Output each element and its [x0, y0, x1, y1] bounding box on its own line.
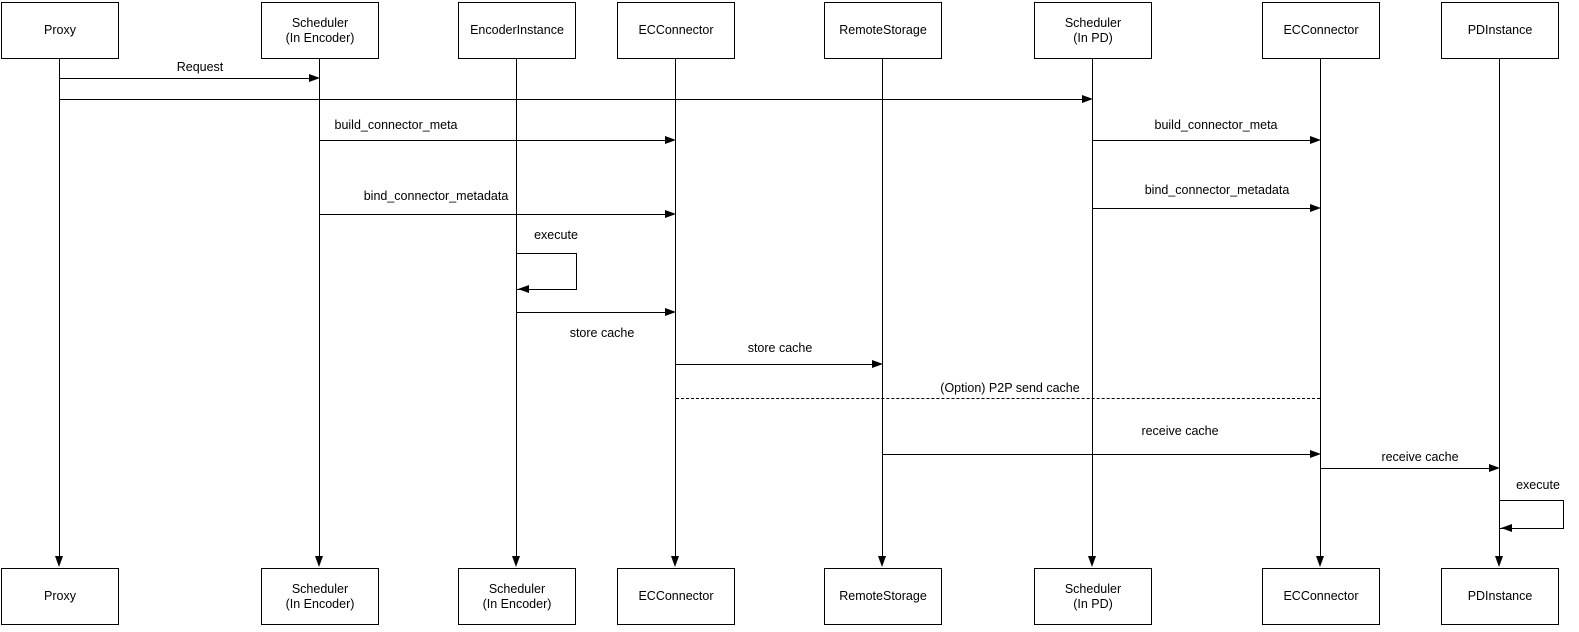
self-call-label-0: execute	[532, 228, 580, 242]
message-label-6: store cache	[567, 326, 637, 340]
lifeline-proxy	[59, 59, 60, 556]
message-arrowhead-3	[1310, 136, 1321, 144]
actor-foot-ec-connector-2: ECConnector	[1262, 568, 1380, 625]
message-arrowhead-1	[1082, 95, 1093, 103]
self-call-loop-0	[517, 253, 577, 290]
lifeline-scheduler-encoder	[319, 59, 320, 556]
actor-head-pd-instance: PDInstance	[1441, 2, 1559, 59]
actor-head-ec-connector: ECConnector	[617, 2, 735, 59]
lifeline-arrowhead-scheduler-pd	[1088, 556, 1096, 567]
actor-foot-label: (In Encoder)	[482, 596, 552, 611]
actor-head-label: EncoderInstance	[470, 23, 564, 37]
message-arrowhead-10	[1489, 464, 1500, 472]
actor-foot-ec-connector: ECConnector	[617, 568, 735, 625]
lifeline-arrowhead-ec-connector-2	[1316, 556, 1324, 567]
actor-foot-label: (In PD)	[1073, 596, 1113, 611]
actor-head-label: Proxy	[44, 23, 76, 37]
lifeline-encoder-instance	[516, 59, 517, 556]
message-line-10	[1321, 468, 1497, 469]
message-line-9	[883, 454, 1318, 455]
actor-head-remote-storage: RemoteStorage	[824, 2, 942, 59]
self-call-arrowhead-1	[1501, 523, 1512, 532]
self-call-arrowhead-0	[518, 284, 529, 293]
actor-foot-scheduler-encoder: Scheduler(In Encoder)	[261, 568, 379, 625]
message-arrowhead-9	[1310, 450, 1321, 458]
actor-foot-pd-instance: PDInstance	[1441, 568, 1559, 625]
actor-head-label: PDInstance	[1467, 23, 1533, 37]
message-label-2: build_connector_meta	[332, 118, 460, 132]
message-arrowhead-4	[665, 210, 676, 218]
actor-head-label: (In Encoder)	[285, 30, 355, 45]
actor-head-label: RemoteStorage	[839, 23, 927, 37]
message-arrowhead-5	[1310, 204, 1321, 212]
message-label-3: build_connector_meta	[1152, 118, 1280, 132]
message-label-5: bind_connector_metadata	[1142, 183, 1292, 197]
message-arrowhead-7	[872, 360, 883, 368]
actor-foot-label: ECConnector	[1283, 589, 1359, 603]
message-label-0: Request	[174, 60, 226, 74]
self-call-label-1: execute	[1514, 478, 1562, 492]
actor-foot-label: Scheduler	[291, 581, 349, 596]
message-arrowhead-0	[309, 74, 320, 82]
actor-head-label: ECConnector	[1283, 23, 1359, 37]
message-line-1	[60, 99, 1090, 100]
actor-foot-label: ECConnector	[638, 589, 714, 603]
actor-foot-proxy: Proxy	[1, 568, 119, 625]
message-line-3	[1093, 140, 1318, 141]
message-arrowhead-6	[665, 308, 676, 316]
lifeline-scheduler-pd	[1092, 59, 1093, 556]
message-line-2	[320, 140, 673, 141]
message-line-7	[676, 364, 880, 365]
lifeline-arrowhead-scheduler-encoder	[315, 556, 323, 567]
actor-foot-encoder-instance: Scheduler(In Encoder)	[458, 568, 576, 625]
lifeline-remote-storage	[882, 59, 883, 556]
lifeline-pd-instance	[1499, 59, 1500, 556]
lifeline-arrowhead-remote-storage	[878, 556, 886, 567]
message-arrowhead-2	[665, 136, 676, 144]
lifeline-ec-connector-2	[1320, 59, 1321, 556]
actor-head-encoder-instance: EncoderInstance	[458, 2, 576, 59]
actor-head-label: (In PD)	[1073, 30, 1113, 45]
actor-head-scheduler-pd: Scheduler(In PD)	[1034, 2, 1152, 59]
self-call-loop-1	[1500, 500, 1564, 529]
message-label-7: store cache	[745, 341, 815, 355]
lifeline-arrowhead-proxy	[55, 556, 63, 567]
message-line-4	[320, 214, 673, 215]
actor-foot-label: RemoteStorage	[839, 589, 927, 603]
actor-head-label: Scheduler	[1064, 15, 1122, 30]
message-line-6	[517, 312, 673, 313]
actor-foot-label: Proxy	[44, 589, 76, 603]
lifeline-arrowhead-pd-instance	[1495, 556, 1503, 567]
message-label-9: receive cache	[1139, 424, 1221, 438]
actor-head-scheduler-encoder: Scheduler(In Encoder)	[261, 2, 379, 59]
actor-foot-label: PDInstance	[1467, 589, 1533, 603]
message-label-8: (Option) P2P send cache	[938, 381, 1082, 395]
message-line-0	[60, 78, 317, 79]
actor-foot-label: Scheduler	[1064, 581, 1122, 596]
lifeline-arrowhead-encoder-instance	[512, 556, 520, 567]
actor-foot-label: (In Encoder)	[285, 596, 355, 611]
actor-head-label: ECConnector	[638, 23, 714, 37]
actor-foot-remote-storage: RemoteStorage	[824, 568, 942, 625]
lifeline-arrowhead-ec-connector	[671, 556, 679, 567]
actor-head-ec-connector-2: ECConnector	[1262, 2, 1380, 59]
actor-foot-label: Scheduler	[488, 581, 546, 596]
message-label-4: bind_connector_metadata	[361, 189, 511, 203]
lifeline-ec-connector	[675, 59, 676, 556]
actor-foot-scheduler-pd: Scheduler(In PD)	[1034, 568, 1152, 625]
message-line-8	[676, 398, 1320, 399]
message-label-10: receive cache	[1379, 450, 1461, 464]
actor-head-proxy: Proxy	[1, 2, 119, 59]
message-line-5	[1093, 208, 1318, 209]
actor-head-label: Scheduler	[291, 15, 349, 30]
